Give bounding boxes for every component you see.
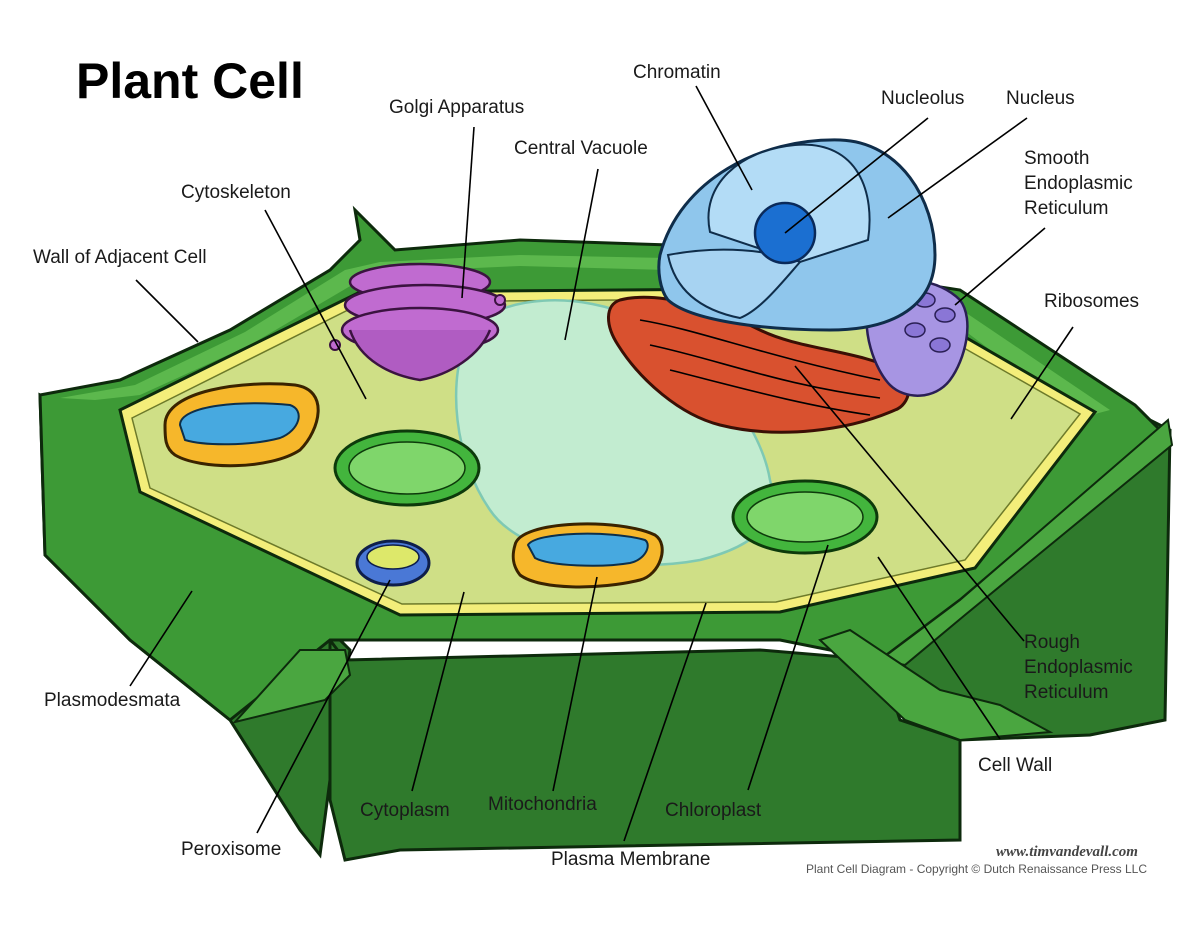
label-nucleolus: Nucleolus — [881, 88, 965, 109]
label-peroxisome: Peroxisome — [181, 839, 282, 860]
label-central-vacuole: Central Vacuole — [514, 138, 648, 159]
label-chloroplast: Chloroplast — [665, 800, 762, 821]
website-credit: www.timvandevall.com — [996, 844, 1138, 860]
label-cytoplasm: Cytoplasm — [360, 800, 450, 821]
chloroplast-left — [333, 429, 481, 507]
label-plasmodesmata: Plasmodesmata — [44, 690, 181, 711]
label-nucleus: Nucleus — [1006, 88, 1075, 109]
label-cytoskeleton: Cytoskeleton — [181, 182, 291, 203]
label-rough-er-line1: Rough — [1024, 632, 1080, 653]
label-plasma-membrane: Plasma Membrane — [551, 849, 711, 870]
mitochondrion-left — [163, 382, 320, 468]
label-rough-er-line3: Reticulum — [1024, 682, 1109, 703]
label-rough-er-line2: Endoplasmic — [1024, 657, 1133, 678]
label-ribosomes: Ribosomes — [1044, 291, 1140, 312]
label-smooth-er-line3: Reticulum — [1024, 198, 1109, 219]
leader-lines — [129, 85, 1074, 842]
label-golgi-apparatus: Golgi Apparatus — [389, 97, 525, 118]
label-wall-of-adjacent-cell: Wall of Adjacent Cell — [33, 247, 207, 268]
label-cell-wall: Cell Wall — [978, 755, 1053, 776]
golgi-apparatus — [329, 262, 507, 382]
chloroplast-right — [731, 479, 879, 555]
peroxisome — [355, 539, 431, 587]
label-smooth-er-line1: Smooth — [1024, 148, 1090, 169]
label-mitochondria: Mitochondria — [488, 794, 597, 815]
label-smooth-er-line2: Endoplasmic — [1024, 173, 1133, 194]
diagram-title: Plant Cell — [76, 53, 304, 109]
copyright-notice: Plant Cell Diagram - Copyright © Dutch R… — [806, 862, 1147, 876]
mitochondrion-center — [511, 522, 664, 589]
label-chromatin: Chromatin — [633, 62, 721, 83]
rough-er — [607, 295, 911, 434]
nucleus — [657, 138, 937, 332]
